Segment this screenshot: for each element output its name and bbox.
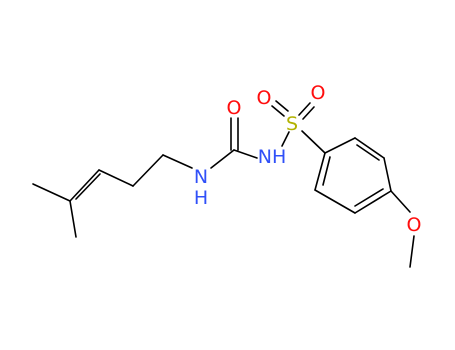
atom-o-carbonyl: O (227, 97, 242, 119)
bond-alkene-second-line (75, 173, 101, 200)
bond-nh-s (281, 131, 290, 147)
atom-labels: O N H NH S O O O (194, 82, 422, 236)
bond-carbonyl-c-nh (233, 149, 258, 159)
bond-o-methyl (409, 235, 415, 268)
bond-chain-2 (132, 154, 164, 187)
ring-bond-1 (324, 137, 356, 154)
bond-methyl-upper (32, 183, 71, 202)
bond-chain-3 (162, 154, 193, 169)
ring-bond-4 (354, 190, 392, 214)
atom-n-left: N (194, 166, 208, 188)
bond-alkene (69, 169, 100, 202)
ring-bond-5 (314, 189, 356, 214)
bond-ring-o (390, 190, 411, 213)
atom-o-methoxy: O (407, 214, 422, 236)
bonds (32, 100, 415, 268)
bond-chain-1 (98, 169, 134, 187)
atom-nh-right: NH (258, 146, 287, 168)
atom-n-left-hydrogen: H (194, 187, 208, 209)
bond-s-o-right-a (298, 102, 311, 116)
bond-s-ring (301, 130, 326, 154)
ring-bond-2 (354, 137, 385, 159)
bond-s-o-right-b (302, 106, 315, 120)
atom-o-sulfonyl-right: O (311, 82, 326, 104)
bond-n-carbonyl-c (210, 149, 235, 169)
ring-inner-bond-left (322, 156, 331, 186)
ring-inner-bond-bottom (354, 188, 384, 207)
bond-s-o-left-a (271, 105, 285, 117)
bond-s-o-left-b (275, 100, 289, 112)
atom-o-sulfonyl-left: O (257, 87, 272, 109)
ring-inner-bond-top (356, 144, 380, 161)
atom-sulfur: S (286, 113, 298, 135)
bond-methyl-lower (69, 200, 77, 238)
ring-bond-3 (383, 157, 392, 192)
ring-bond-6 (314, 152, 326, 191)
